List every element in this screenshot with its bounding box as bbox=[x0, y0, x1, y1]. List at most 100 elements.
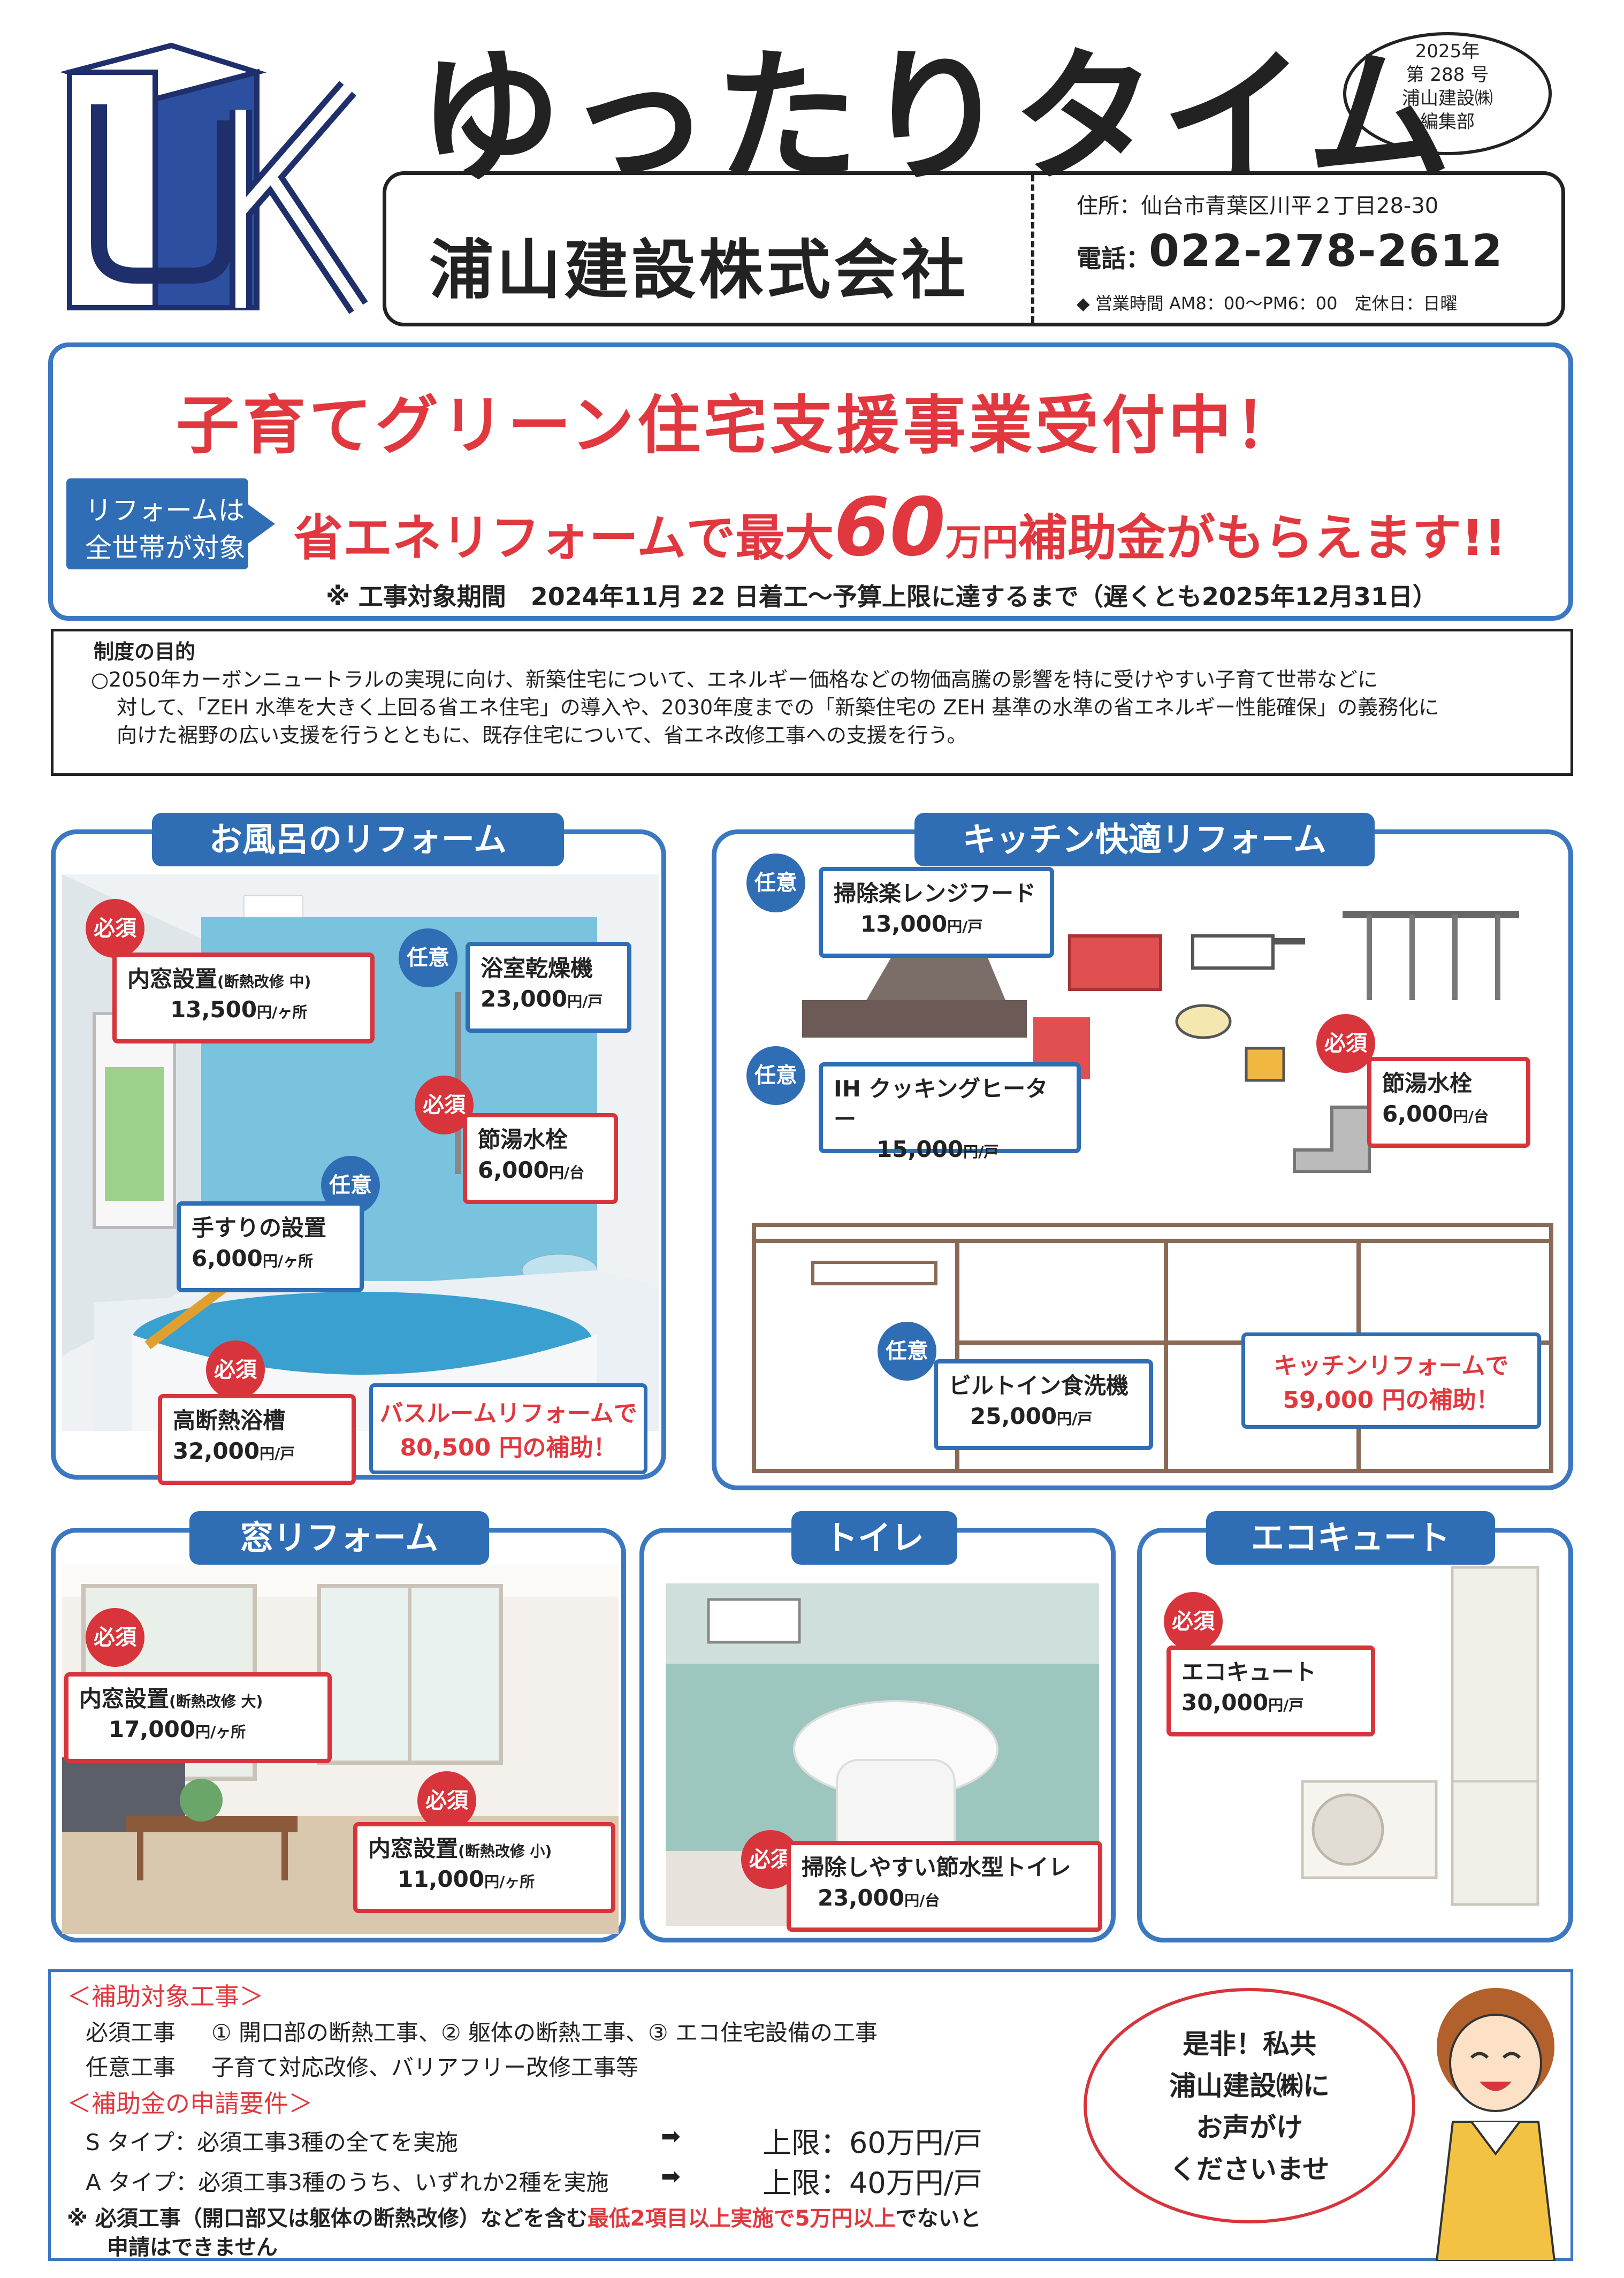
bubble-line: くださいませ bbox=[1169, 2154, 1330, 2185]
a-type-text: A タイプ：必須工事3種のうち、いずれか2種を実施 bbox=[86, 2169, 609, 2196]
item-unit: 円/戸 bbox=[947, 917, 983, 935]
required-badge: 必須 bbox=[1164, 1592, 1223, 1651]
item-name: 節湯水栓 bbox=[478, 1126, 568, 1153]
ecocute-section-title: エコキュート bbox=[1206, 1511, 1495, 1565]
required-badge: 必須 bbox=[206, 1340, 265, 1399]
item-name: 浴室乾燥機 bbox=[481, 955, 593, 981]
item-note: (断熱改修 小) bbox=[458, 1842, 552, 1860]
s-type-text: S タイプ：必須工事3種の全てを実施 bbox=[86, 2129, 458, 2155]
bath-total: バスルームリフォームで 80,500 円の補助！ bbox=[369, 1383, 647, 1474]
purpose-line: 向けた裾野の広い支援を行うとともに、既存住宅について、省エネ改修工事への支援を行… bbox=[117, 723, 967, 747]
toilet-section: トイレ bbox=[639, 1511, 1116, 1942]
issue-number: 第 288 号 bbox=[1406, 64, 1489, 86]
item-note: (断熱改修 中) bbox=[217, 973, 311, 991]
company-divider bbox=[1031, 175, 1034, 323]
optional-work-text: 子育て対応改修、バリアフリー改修工事等 bbox=[211, 2054, 639, 2081]
subsidy-amount: 60 bbox=[834, 481, 946, 574]
optional-badge: 任意 bbox=[746, 1046, 805, 1105]
item-name: 高断熱浴槽 bbox=[173, 1407, 286, 1434]
construction-period: ※ 工事対象期間 2024年11月 22 日着工〜予算上限に達するまで（遅くとも… bbox=[326, 582, 1437, 611]
kitchen-total-line2: 59,000 円の補助！ bbox=[1283, 1386, 1500, 1414]
issue-badge: 2025年 第 288 号 浦山建設㈱ 編集部 bbox=[1343, 32, 1552, 155]
arrow-icon: ➡ bbox=[661, 2123, 681, 2150]
kitchen-total-line1: キッチンリフォームで bbox=[1274, 1352, 1509, 1380]
campaign-headline: 子育てグリーン住宅支援事業受付中！ bbox=[176, 388, 1301, 462]
bath-total-line1: バスルームリフォームで bbox=[379, 1400, 637, 1427]
requirements-heading: ＜補助対象工事＞ bbox=[67, 1982, 264, 2011]
subsidy-pre: 省エネリフォームで最大 bbox=[294, 509, 834, 567]
newsletter-title: ゆったりタイム bbox=[417, 33, 1456, 202]
arrow-icon: ➡ bbox=[661, 2163, 681, 2190]
woman-mascot-icon bbox=[1435, 1988, 1556, 2262]
toilet-section-title: トイレ bbox=[791, 1511, 957, 1565]
company-box: 浦山建設株式会社 住所：仙台市青葉区川平２丁目28-30 電話： 022-278… bbox=[383, 171, 1565, 326]
issue-company: 浦山建設㈱ bbox=[1402, 88, 1493, 109]
subsidy-headline: 省エネリフォームで最大60万円補助金がもらえます!! bbox=[294, 481, 1506, 574]
application-note: ※ 必須工事（開口部又は躯体の断熱改修）などを含む最低2項目以上実施で5万円以上… bbox=[67, 2201, 981, 2232]
requirements-box: ＜補助対象工事＞ 必須工事 ① 開口部の断熱工事、② 躯体の断熱工事、③ エコ住… bbox=[48, 1969, 1573, 2262]
item-name: 節湯水栓 bbox=[1382, 1070, 1473, 1096]
item-price: 15,000 bbox=[876, 1136, 964, 1163]
window-item-small: 内窓設置(断熱改修 小) 11,000円/ヶ所 bbox=[353, 1822, 615, 1913]
item-name: 内窓設置 bbox=[127, 966, 218, 992]
mascot-woman bbox=[1421, 1983, 1570, 2262]
issue-year: 2025年 bbox=[1415, 41, 1480, 62]
required-badge: 必須 bbox=[86, 1608, 144, 1667]
item-price: 6,000 bbox=[478, 1156, 549, 1183]
window-section-title: 窓リフォーム bbox=[189, 1511, 489, 1565]
item-price: 17,000 bbox=[109, 1716, 196, 1742]
bubble-line: 浦山建設㈱に bbox=[1169, 2070, 1330, 2101]
optional-badge: 任意 bbox=[399, 928, 458, 987]
item-price: 32,000 bbox=[173, 1437, 260, 1464]
item-name: ビルトイン食洗機 bbox=[949, 1373, 1129, 1399]
kitchen-item-dishwasher: ビルトイン食洗機 25,000円/戸 bbox=[934, 1359, 1153, 1450]
logo bbox=[48, 40, 375, 329]
bubble-line: 是非！私共 bbox=[1183, 2029, 1316, 2060]
note-post: でないと bbox=[895, 2206, 981, 2231]
item-name: 内窓設置 bbox=[368, 1835, 459, 1862]
bath-item-tub: 高断熱浴槽 32,000円/戸 bbox=[158, 1394, 356, 1485]
speech-bubble: 是非！私共 浦山建設㈱に お声がけ くださいませ bbox=[1084, 1988, 1415, 2223]
window-item-large: 内窓設置(断熱改修 大) 17,000円/ヶ所 bbox=[64, 1672, 332, 1763]
bath-item-dryer: 浴室乾燥機 23,000円/戸 bbox=[466, 942, 631, 1033]
subsidy-post: 補助金がもらえます!! bbox=[1018, 509, 1506, 567]
required-work-text: ① 開口部の断熱工事、② 躯体の断熱工事、③ エコ住宅設備の工事 bbox=[211, 2020, 878, 2046]
optional-badge: 任意 bbox=[878, 1322, 936, 1381]
kitchen-item-ih: IH クッキングヒーター 15,000円/戸 bbox=[819, 1062, 1081, 1162]
item-name: IH クッキングヒーター bbox=[834, 1076, 1048, 1132]
item-price: 6,000 bbox=[1382, 1100, 1453, 1127]
item-price: 13,500 bbox=[170, 996, 257, 1023]
target-tag-line1: リフォームは bbox=[85, 495, 245, 526]
bubble-line: お声がけ bbox=[1196, 2112, 1303, 2143]
item-unit: 円/ヶ所 bbox=[195, 1723, 246, 1741]
item-price: 30,000 bbox=[1181, 1689, 1269, 1716]
ecocute-item: エコキュート 30,000円/戸 bbox=[1166, 1645, 1375, 1736]
item-name: 手すりの設置 bbox=[192, 1215, 327, 1241]
purpose-title: 制度の目的 bbox=[94, 640, 196, 664]
issue-dept: 編集部 bbox=[1420, 111, 1475, 133]
tel-label: 電話： bbox=[1077, 244, 1150, 273]
required-work-label: 必須工事 bbox=[86, 2020, 176, 2046]
business-hours: ◆ 営業時間 AM8：00〜PM6：00 定休日：日曜 bbox=[1077, 293, 1458, 314]
address: 住所：仙台市青葉区川平２丁目28-30 bbox=[1077, 194, 1439, 218]
item-price: 11,000 bbox=[398, 1865, 485, 1892]
item-name: 掃除楽レンジフード bbox=[834, 880, 1036, 906]
target-tag: リフォームは 全世帯が対象 bbox=[66, 478, 280, 569]
optional-badge: 任意 bbox=[746, 854, 805, 912]
bath-section-title: お風呂のリフォーム bbox=[152, 813, 564, 866]
item-name: エコキュート bbox=[1181, 1659, 1317, 1685]
required-badge: 必須 bbox=[1316, 1014, 1375, 1073]
application-note-line2: 申請はできません bbox=[107, 2235, 278, 2260]
toilet-item: 掃除しやすい節水型トイレ 23,000円/台 bbox=[787, 1841, 1102, 1932]
tel-number: 022-278-2612 bbox=[1149, 226, 1504, 277]
bath-item-handrail: 手すりの設置 6,000円/ヶ所 bbox=[177, 1201, 364, 1292]
required-badge: 必須 bbox=[417, 1771, 476, 1830]
item-note: (断熱改修 大) bbox=[169, 1693, 263, 1710]
purpose-line: ○2050年カーボンニュートラルの実現に向け、新築住宅について、エネルギー価格な… bbox=[91, 668, 1378, 691]
item-unit: 円/戸 bbox=[567, 992, 603, 1010]
item-name: 内窓設置 bbox=[79, 1686, 170, 1712]
item-unit: 円/ヶ所 bbox=[262, 1252, 314, 1270]
target-tag-line2: 全世帯が対象 bbox=[85, 532, 246, 563]
bath-item-inner-window: 内窓設置(断熱改修 中) 13,500円/ヶ所 bbox=[112, 953, 375, 1043]
note-highlight: 最低2項目以上実施で5万円以上 bbox=[587, 2206, 896, 2231]
